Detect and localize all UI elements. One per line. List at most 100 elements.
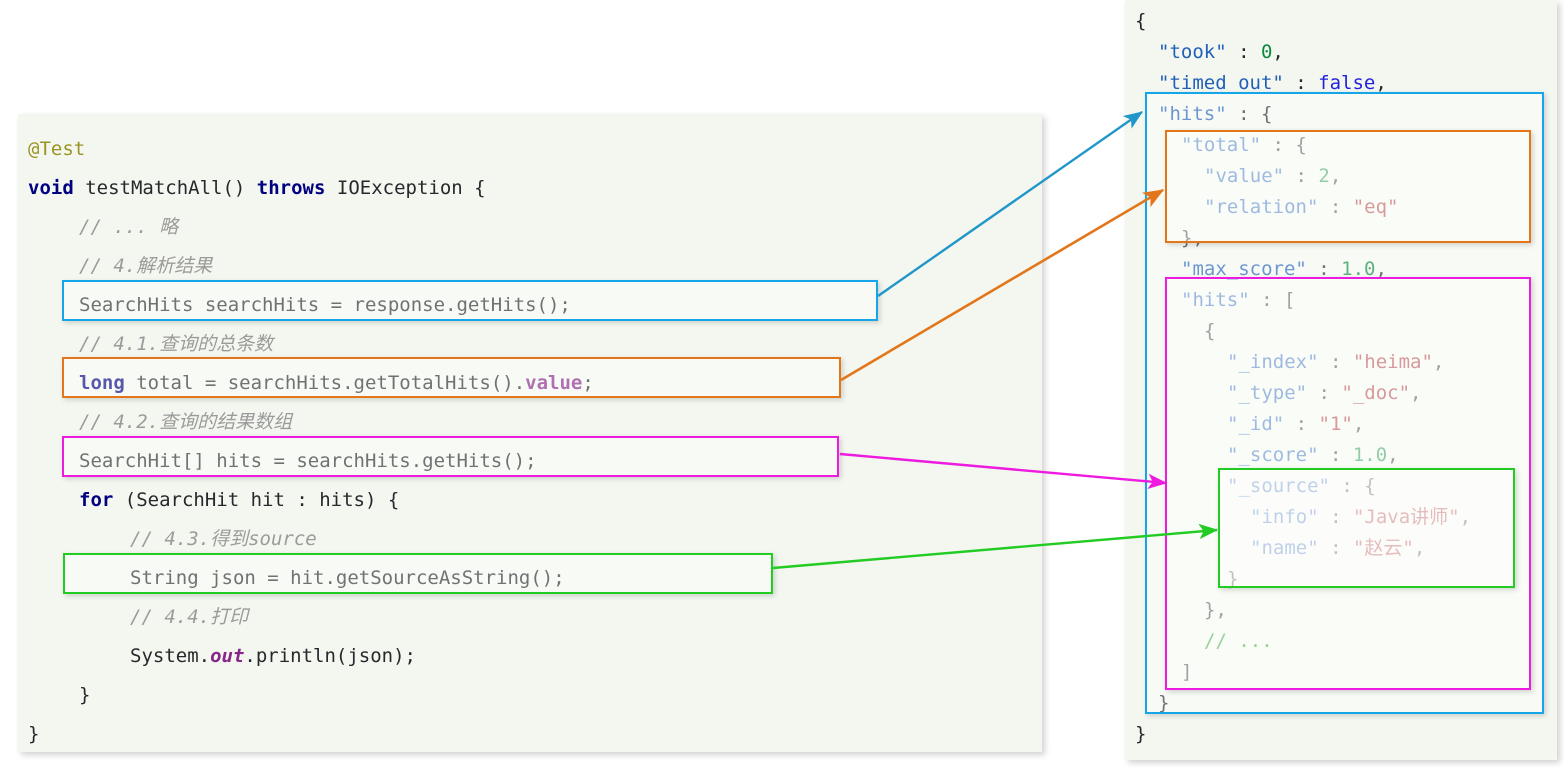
token-key: "info" bbox=[1250, 506, 1319, 528]
token-punct: , bbox=[1432, 351, 1445, 373]
token-string: "赵云" bbox=[1352, 537, 1414, 559]
token-key: "hits" bbox=[1158, 103, 1227, 125]
token-keyword: throws bbox=[256, 177, 326, 199]
token-punct: , bbox=[1410, 382, 1422, 404]
token-plain: IOException { bbox=[325, 177, 486, 199]
code-line: "timed_out" : false, bbox=[1135, 68, 1471, 99]
highlight-json-hits-object bbox=[1145, 92, 1544, 714]
token-plain: System. bbox=[130, 645, 211, 667]
code-line: "max_score" : 1.0, bbox=[1135, 254, 1471, 285]
token-plain: } bbox=[79, 684, 91, 706]
token-punct: : bbox=[1306, 258, 1342, 280]
token-field: value bbox=[525, 372, 583, 394]
token-punct: : bbox=[1226, 41, 1261, 63]
token-key: "name" bbox=[1250, 537, 1319, 559]
code-line: { bbox=[1135, 316, 1471, 347]
token-comment: // 4.3.得到source bbox=[130, 528, 317, 550]
code-line: void testMatchAll() throws IOException { bbox=[28, 169, 594, 208]
code-line: } bbox=[28, 676, 594, 715]
code-line: }, bbox=[1135, 223, 1471, 254]
code-line: "hits" : { bbox=[1135, 99, 1471, 130]
code-line: long total = searchHits.getTotalHits().v… bbox=[28, 364, 594, 403]
token-plain: (SearchHit hit : hits) { bbox=[113, 489, 400, 511]
token-key: "_id" bbox=[1227, 413, 1285, 435]
token-punct: , bbox=[1272, 41, 1284, 63]
code-line: // ... 略 bbox=[28, 208, 594, 247]
token-punct: : bbox=[1307, 382, 1342, 404]
code-line: "hits" : [ bbox=[1135, 285, 1471, 316]
json-listing: {"took" : 0,"timed_out" : false,"hits" :… bbox=[1135, 6, 1471, 750]
token-punct: : bbox=[1318, 444, 1353, 466]
token-punct: , bbox=[1352, 413, 1365, 435]
token-keyword: long bbox=[79, 372, 125, 394]
code-panel: @Test void testMatchAll() throws IOExcept… bbox=[18, 114, 1042, 752]
token-comment: // 4.2.查询的结果数组 bbox=[79, 411, 293, 433]
highlight-code-source-json bbox=[63, 553, 773, 594]
code-line: { bbox=[1135, 6, 1471, 37]
token-annotation: @Test bbox=[28, 138, 86, 160]
token-plain: total = searchHits.getTotalHits(). bbox=[124, 372, 526, 394]
code-line: // 4.3.得到source bbox=[28, 520, 594, 559]
code-line: } bbox=[1135, 719, 1471, 750]
token-field-italic: out bbox=[210, 645, 245, 667]
token-punct: { bbox=[1135, 10, 1147, 32]
token-keyword: for bbox=[79, 489, 114, 511]
code-line: // 4.解析结果 bbox=[28, 247, 594, 286]
token-string: "_doc" bbox=[1341, 382, 1411, 404]
code-line: }, bbox=[1135, 595, 1471, 626]
token-punct: , bbox=[1375, 258, 1387, 280]
token-punct: } bbox=[1158, 692, 1170, 714]
code-line: // 4.4.打印 bbox=[28, 598, 594, 637]
json-response-panel: {"took" : 0,"timed_out" : false,"hits" :… bbox=[1125, 0, 1557, 760]
token-punct: : { bbox=[1226, 103, 1273, 125]
code-line: // 4.1.查询的总条数 bbox=[28, 325, 594, 364]
token-key: "took" bbox=[1158, 41, 1227, 63]
token-comment: // 4.解析结果 bbox=[79, 255, 213, 277]
highlight-code-search-hits bbox=[62, 280, 878, 321]
code-line: for (SearchHit hit : hits) { bbox=[28, 481, 594, 520]
token-punct: : bbox=[1284, 413, 1319, 435]
token-string: "heima" bbox=[1352, 351, 1433, 373]
code-line: "_id" : "1", bbox=[1135, 409, 1471, 440]
code-line: "took" : 0, bbox=[1135, 37, 1471, 68]
token-plain: .println(json); bbox=[244, 645, 416, 667]
code-line: String json = hit.getSourceAsString(); bbox=[28, 559, 594, 598]
code-line: "info" : "Java讲师", bbox=[1135, 502, 1471, 533]
token-key: "_score" bbox=[1227, 444, 1319, 466]
token-punct: : bbox=[1318, 196, 1353, 218]
code-line: "relation" : "eq" bbox=[1135, 192, 1471, 223]
token-punct: : bbox=[1318, 537, 1353, 559]
token-punct: : bbox=[1318, 506, 1353, 528]
highlight-json-source-object bbox=[1218, 468, 1515, 588]
code-line: "total" : { bbox=[1135, 130, 1471, 161]
token-string: "eq" bbox=[1352, 196, 1399, 218]
code-line: "_index" : "heima", bbox=[1135, 347, 1471, 378]
code-line: ] bbox=[1135, 657, 1471, 688]
token-plain: String json = hit.getSourceAsString(); bbox=[130, 567, 565, 589]
token-key: "_index" bbox=[1227, 351, 1319, 373]
token-punct: : { bbox=[1329, 475, 1376, 497]
code-line: SearchHit[] hits = searchHits.getHits(); bbox=[28, 442, 594, 481]
token-punct: : { bbox=[1261, 134, 1307, 156]
token-plain: SearchHit[] hits = searchHits.getHits(); bbox=[79, 450, 537, 472]
token-string: "1" bbox=[1318, 413, 1353, 435]
token-number: 2 bbox=[1318, 165, 1330, 187]
highlight-code-hits-array bbox=[62, 436, 839, 477]
token-punct: } bbox=[1135, 723, 1147, 745]
token-punct: } bbox=[1227, 568, 1239, 590]
token-punct: : bbox=[1318, 351, 1353, 373]
token-punct: }, bbox=[1204, 599, 1227, 621]
token-comment: // 4.1.查询的总条数 bbox=[79, 333, 274, 355]
code-line: System.out.println(json); bbox=[28, 637, 594, 676]
token-punct: , bbox=[1375, 72, 1387, 94]
code-line: } bbox=[1135, 564, 1471, 595]
code-line: "value" : 2, bbox=[1135, 161, 1471, 192]
token-string: "Java讲师" bbox=[1352, 506, 1460, 528]
code-line: "_source" : { bbox=[1135, 471, 1471, 502]
highlight-json-total-object bbox=[1165, 130, 1531, 243]
token-key: "_type" bbox=[1227, 382, 1308, 404]
token-plain: } bbox=[28, 723, 40, 745]
token-comment: // 4.4.打印 bbox=[130, 606, 249, 628]
token-plain: ; bbox=[582, 372, 594, 394]
token-punct: , bbox=[1329, 165, 1342, 187]
